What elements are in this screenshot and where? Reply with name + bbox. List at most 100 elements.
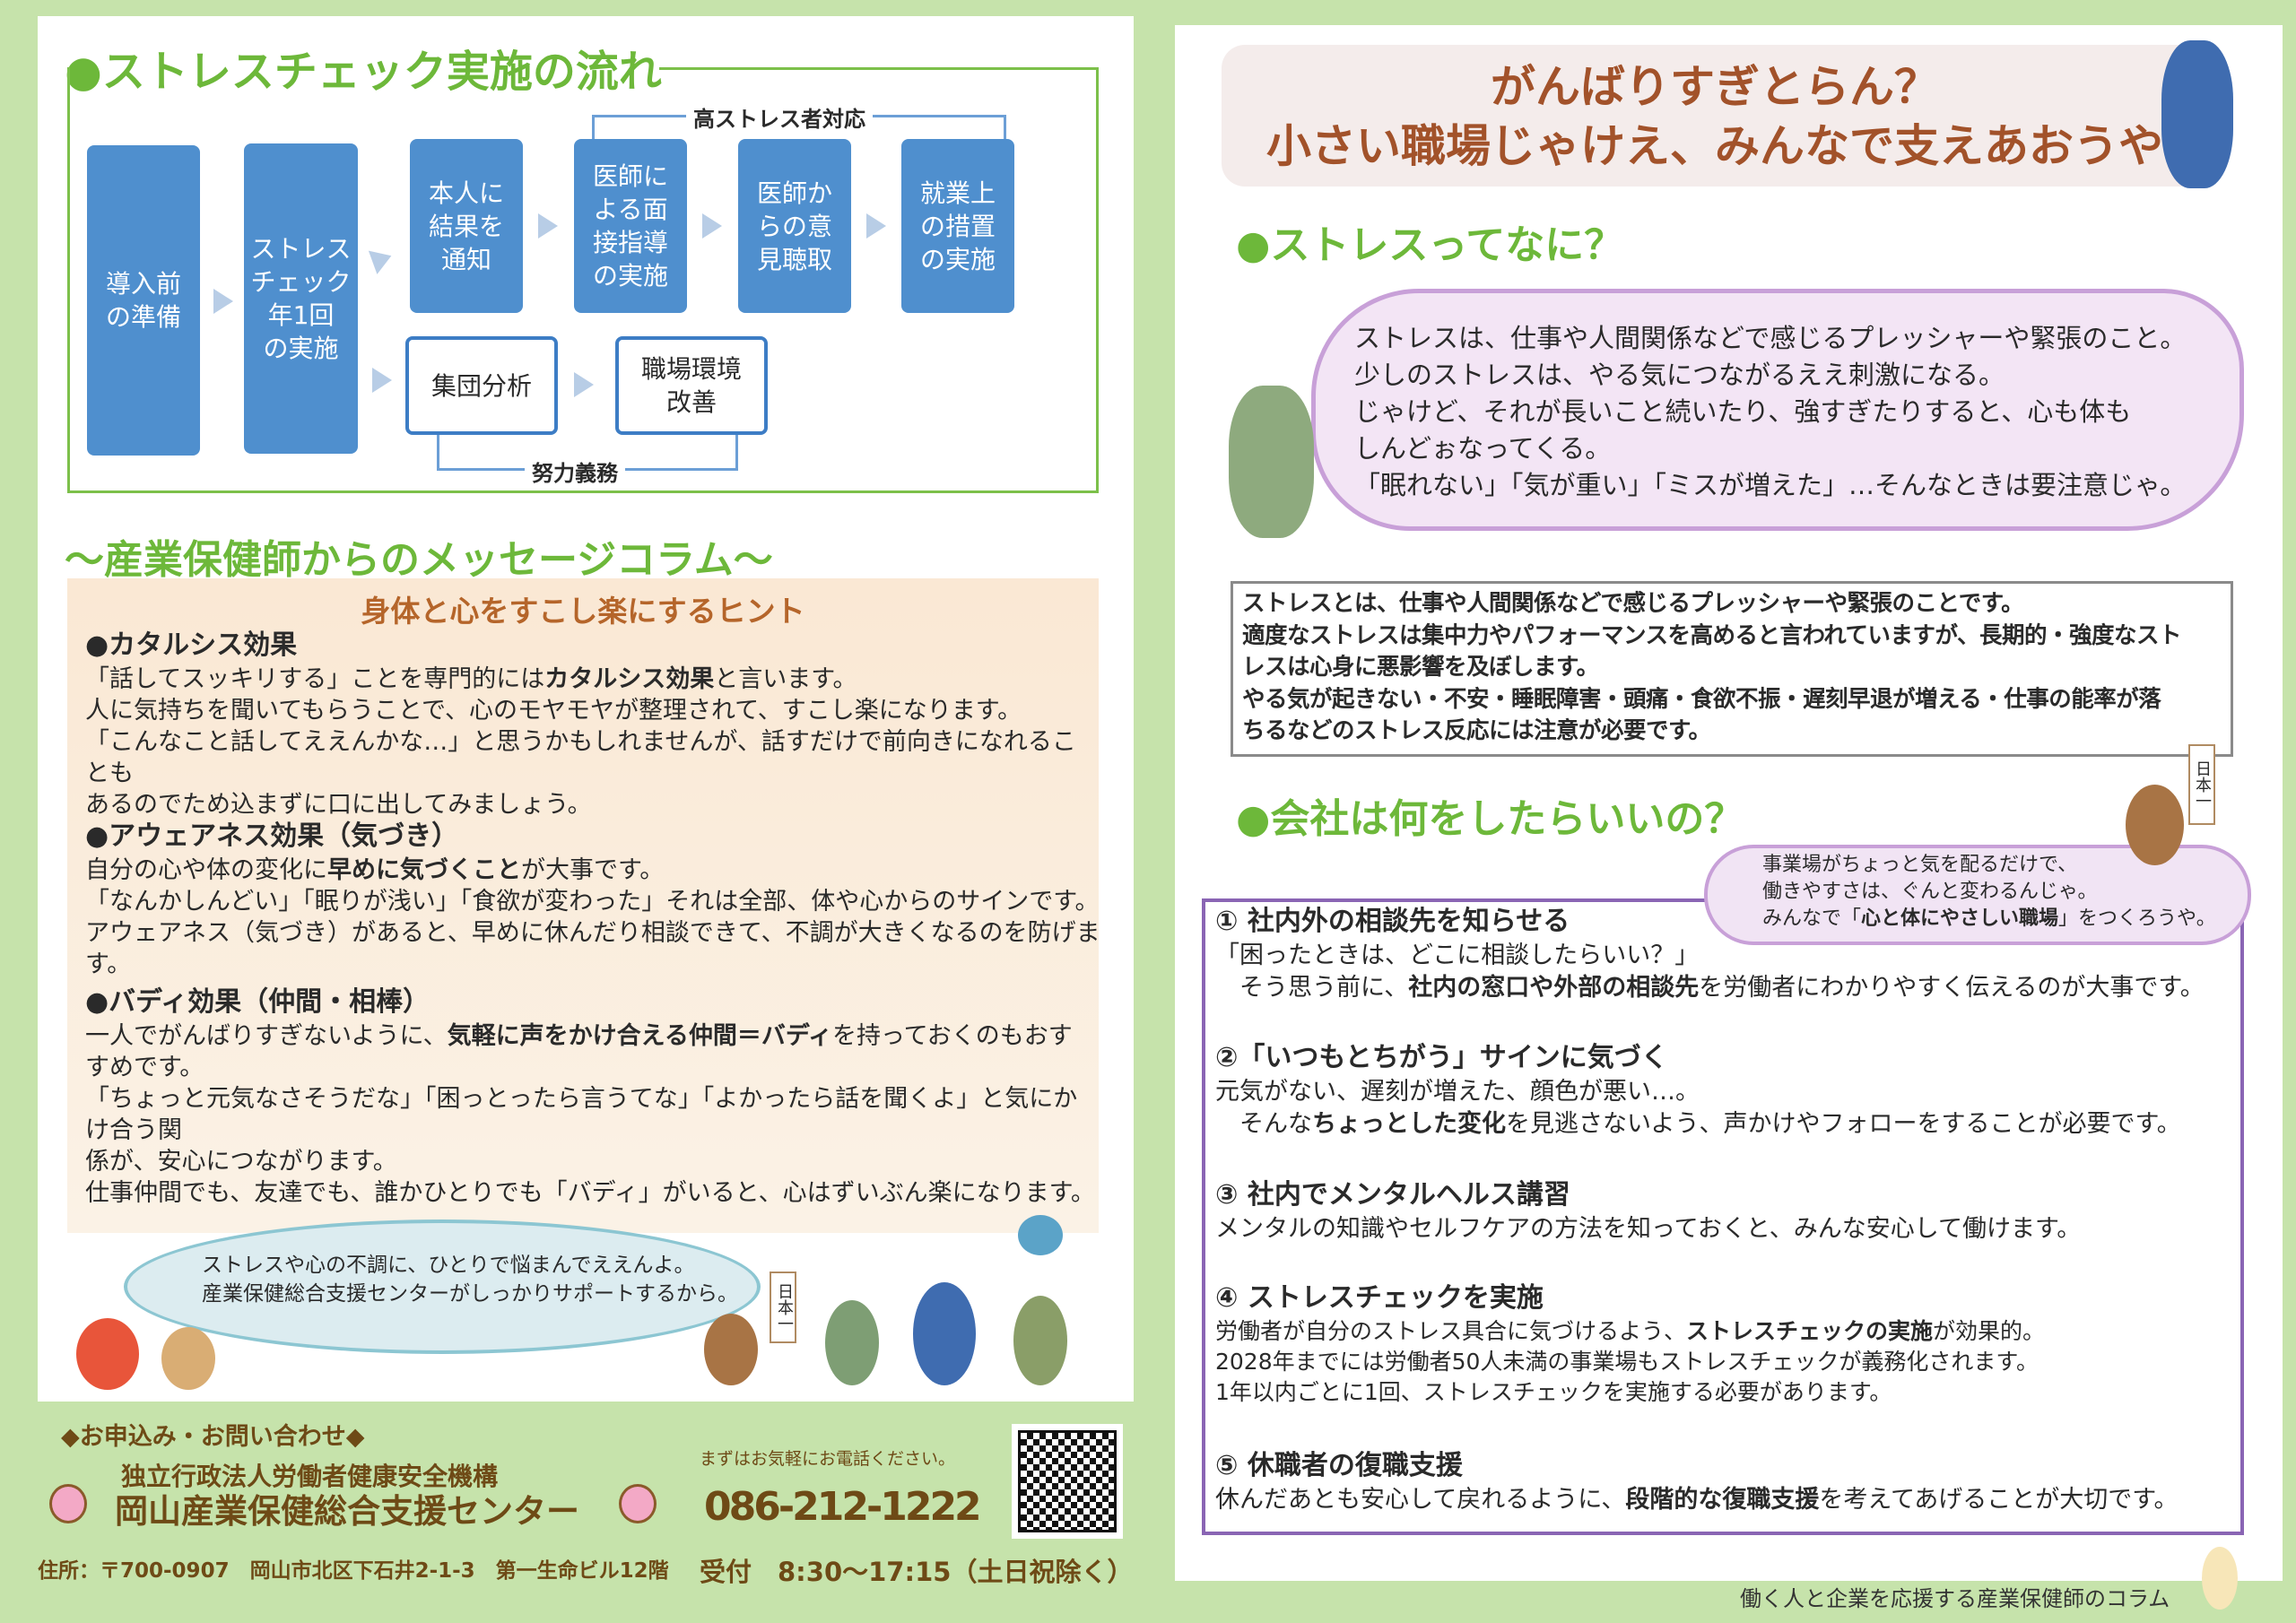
text-block: 元気がない、遅刻が増えた、顔色が悪い…。 そんなちょっとした変化を見逃さないよう… <box>1215 1076 2238 1141</box>
text-segment: アウェアネス（気づき）があると、早めに休んだり相談できて、不調が大きくなるのを防… <box>85 919 1100 978</box>
text-block: 自分の心や体の変化に早めに気づくことが大事です。「なんかしんどい」「眠りが浅い」… <box>85 855 1108 980</box>
monkey-character-icon <box>704 1314 758 1385</box>
text-segment: と言います。 <box>714 665 857 693</box>
text-block: 労働者が自分のストレス具合に気づけるよう、ストレスチェックの実施が効果的。202… <box>1215 1316 2238 1408</box>
text-segment: 労働者が自分のストレス具合に気づけるよう、 <box>1215 1318 1687 1344</box>
flow-step-annual-check: ストレス チェック 年1回 の実施 <box>244 143 358 454</box>
action-item-2: ②「いつもとちがう」サインに気づく 元気がない、遅刻が増えた、顔色が悪い…。 そ… <box>1215 1040 2238 1141</box>
emphasis-text: ちょっとした変化 <box>1312 1110 1506 1138</box>
text-segment: 1年以内ごとに1回、ストレスチェックを実施する必要があります。 <box>1215 1379 1892 1405</box>
text-segment: そんな <box>1215 1110 1312 1138</box>
text-block: 休んだあとも安心して戻れるように、段階的な復職支援を考えてあげることが大切です。 <box>1215 1484 2238 1516</box>
definition-line: ストレスとは、仕事や人間関係などで感じるプレッシャーや緊張のことです。 <box>1242 590 2024 617</box>
right-page <box>1175 25 2283 1581</box>
text-segment: を持っておくのもおす <box>831 1022 1073 1050</box>
bubble-line: 少しのストレスは、やる気につながるええ刺激になる。 <box>1354 360 2005 390</box>
action-heading: ④ ストレスチェックを実施 <box>1215 1282 1544 1314</box>
address: 住所：〒700-0907 岡山市北区下石井2-1-3 第一生命ビル12階 <box>38 1559 669 1583</box>
action-heading: ②「いつもとちがう」サインに気づく <box>1215 1042 1668 1073</box>
dog-character-icon <box>161 1327 215 1390</box>
text-line: すめです。 <box>85 1052 1099 1083</box>
old-man-character-icon <box>1229 386 1314 538</box>
center-name: 岡山産業保健総合支援センター <box>115 1492 579 1531</box>
text-segment: 「こんなこと話してええんかな…」と思うかもしれませんが、話すだけで前向きになれる… <box>85 728 1076 787</box>
old-woman-character-icon <box>1013 1296 1067 1385</box>
emphasis-text: カタルシス効果 <box>544 665 715 693</box>
reception-hours: 受付 8:30〜17:15（土日祝除く） <box>700 1557 1134 1587</box>
text-segment: を労働者にわかりやすく伝えるのが大事です。 <box>1699 974 2205 1002</box>
definition-line: 適度なストレスは集中力やパフォーマンスを高めると言われていますが、長期的・強度な… <box>1242 621 2181 649</box>
text-segment: が大事です。 <box>521 856 665 884</box>
stress-definition-box <box>1231 581 2233 757</box>
text-segment: すめです。 <box>85 1054 204 1081</box>
bubble-line: しんどぉなってくる。 <box>1354 433 1612 464</box>
oni-character-icon <box>76 1318 139 1390</box>
action-heading: ⑤ 休職者の復職支援 <box>1215 1450 1463 1481</box>
phone-number[interactable]: 086-212-1222 <box>704 1484 982 1530</box>
momotaro-character-icon <box>913 1282 976 1385</box>
speech-bubble <box>124 1219 761 1354</box>
nurse-character-icon <box>2202 1547 2238 1610</box>
text-line: 元気がない、遅刻が増えた、顔色が悪い…。 <box>1215 1076 2238 1108</box>
text-line: 仕事仲間でも、友達でも、誰かひとりでも「バディ」がいると、心はずいぶん楽になりま… <box>85 1177 1099 1209</box>
text-segment: みんなで「 <box>1762 907 1862 930</box>
emphasis-text: 社内の窓口や外部の相談先 <box>1408 974 1700 1002</box>
text-segment: 「なんかしんどい」「眠りが浅い」「食欲が変わった」それは全部、体や心からのサイン… <box>85 888 1100 916</box>
flow-step-preparation: 導入前 の準備 <box>87 145 200 456</box>
speech-bubble-text: ストレスや心の不調に、ひとりで悩まんでええんよ。 産業保健総合支援センターがしっ… <box>202 1251 738 1308</box>
what-is-stress-title: ●ストレスってなに？ <box>1236 222 1624 268</box>
text-line: 「困ったときは、どこに相談したらいい？」 <box>1215 940 2238 972</box>
text-block: 「話してスッキリする」ことを専門的にはカタルシス効果と言います。人に気持ちを聞い… <box>85 664 1099 820</box>
flow-step-group-analysis: 集団分析 <box>405 336 558 435</box>
text-segment: を見逃さないよう、声かけやフォローをすることが必要です。 <box>1506 1110 2181 1138</box>
emphasis-text: ストレスチェックの実施 <box>1686 1318 1934 1344</box>
text-line: みんなで「心と体にやさしい職場」をつくろうや。 <box>1762 906 2216 933</box>
title-banner <box>1222 45 2208 187</box>
stress-speech-bubble <box>1311 289 2244 531</box>
text-line: そう思う前に、社内の窓口や外部の相談先を労働者にわかりやすく伝えるのが大事です。 <box>1215 972 2238 1004</box>
org-name: 独立行政法人労働者健康安全機構 <box>121 1462 499 1491</box>
emphasis-text: 段階的な復職支援 <box>1625 1486 1820 1514</box>
text-line: 「こんなこと話してええんかな…」と思うかもしれませんが、話すだけで前向きになれる… <box>85 726 1099 789</box>
text-segment: 「困ったときは、どこに相談したらいい？」 <box>1215 942 1700 969</box>
effort-label: 努力義務 <box>525 456 625 487</box>
text-segment: 働きやすさは、ぐんと変わるんじゃ。 <box>1762 881 2098 903</box>
flow-frame-top-line <box>659 67 1099 70</box>
text-segment: が効果的。 <box>1933 1318 2046 1344</box>
flow-step-interview: 医師に よる面 接指導 の実施 <box>574 139 687 313</box>
bubble-line: ストレスや心の不調に、ひとりで悩まんでええんよ。 <box>202 1254 695 1277</box>
text-line: 「なんかしんどい」「眠りが浅い」「食欲が変わった」それは全部、体や心からのサイン… <box>85 886 1108 917</box>
right-footer-strip <box>1175 1581 2296 1623</box>
flow-title: ●ストレスチェック実施の流れ <box>65 47 662 97</box>
text-segment: 「ちょっと元気なさそうだな」「困っとったら言うてな」「よかったら話を聞くよ」と気… <box>85 1085 1078 1144</box>
banner-line-1: がんばりすぎとらん？ <box>1491 61 1939 113</box>
text-segment: 仕事仲間でも、友達でも、誰かひとりでも「バディ」がいると、心はずいぶん楽になりま… <box>85 1179 1095 1207</box>
text-segment: 「話してスッキリする」ことを専門的には <box>85 665 545 693</box>
text-line: 「話してスッキリする」ことを専門的にはカタルシス効果と言います。 <box>85 664 1099 695</box>
high-stress-label: 高ストレス者対応 <box>686 101 873 133</box>
text-line: 休んだあとも安心して戻れるように、段階的な復職支援を考えてあげることが大切です。 <box>1215 1484 2238 1516</box>
emphasis-text: 心と体にやさしい職場 <box>1861 907 2059 930</box>
text-segment: そう思う前に、 <box>1215 974 1409 1002</box>
flow-step-opinion: 医師か らの意 見聴取 <box>738 139 851 313</box>
action-heading: ① 社内外の相談先を知らせる <box>1215 906 1570 937</box>
text-segment: 元気がない、遅刻が増えた、顔色が悪い…。 <box>1215 1078 1700 1106</box>
text-line: メンタルの知識やセルフケアの方法を知っておくと、みんな安心して働けます。 <box>1215 1213 2238 1245</box>
text-segment: 事業場がちょっと気を配るだけで、 <box>1762 854 2078 876</box>
text-segment: メンタルの知識やセルフケアの方法を知っておくと、みんな安心して働けます。 <box>1215 1215 2082 1243</box>
emphasis-text: 早めに気づくこと <box>327 856 521 884</box>
momotaro-character-icon <box>2161 40 2233 188</box>
text-line: アウェアネス（気づき）があると、早めに休んだり相談できて、不調が大きくなるのを防… <box>85 917 1108 980</box>
text-segment: 一人でがんばりすぎないように、 <box>85 1022 448 1050</box>
text-block: 一人でがんばりすぎないように、気軽に声をかけ合える仲間＝バディを持っておくのもお… <box>85 1020 1099 1209</box>
hint-section-catharsis: ●カタルシス効果 「話してスッキリする」ことを専門的にはカタルシス効果と言います… <box>85 628 1099 820</box>
qr-code[interactable] <box>1012 1424 1123 1539</box>
hint-section-buddy: ●バディ効果（仲間・相棒） 一人でがんばりすぎないように、気軽に声をかけ合える仲… <box>85 985 1099 1209</box>
text-line: 自分の心や体の変化に早めに気づくことが大事です。 <box>85 855 1108 886</box>
text-segment: 係が、安心につながります。 <box>85 1148 397 1176</box>
arrow-icon <box>372 368 392 393</box>
column-title: 〜産業保健師からのメッセージコラム〜 <box>65 537 773 583</box>
text-line: そんなちょっとした変化を見逃さないよう、声かけやフォローをすることが必要です。 <box>1215 1108 2238 1141</box>
text-line: 一人でがんばりすぎないように、気軽に声をかけ合える仲間＝バディを持っておくのもお… <box>85 1020 1099 1052</box>
text-segment: を考えてあげることが大切です。 <box>1819 1486 2179 1514</box>
